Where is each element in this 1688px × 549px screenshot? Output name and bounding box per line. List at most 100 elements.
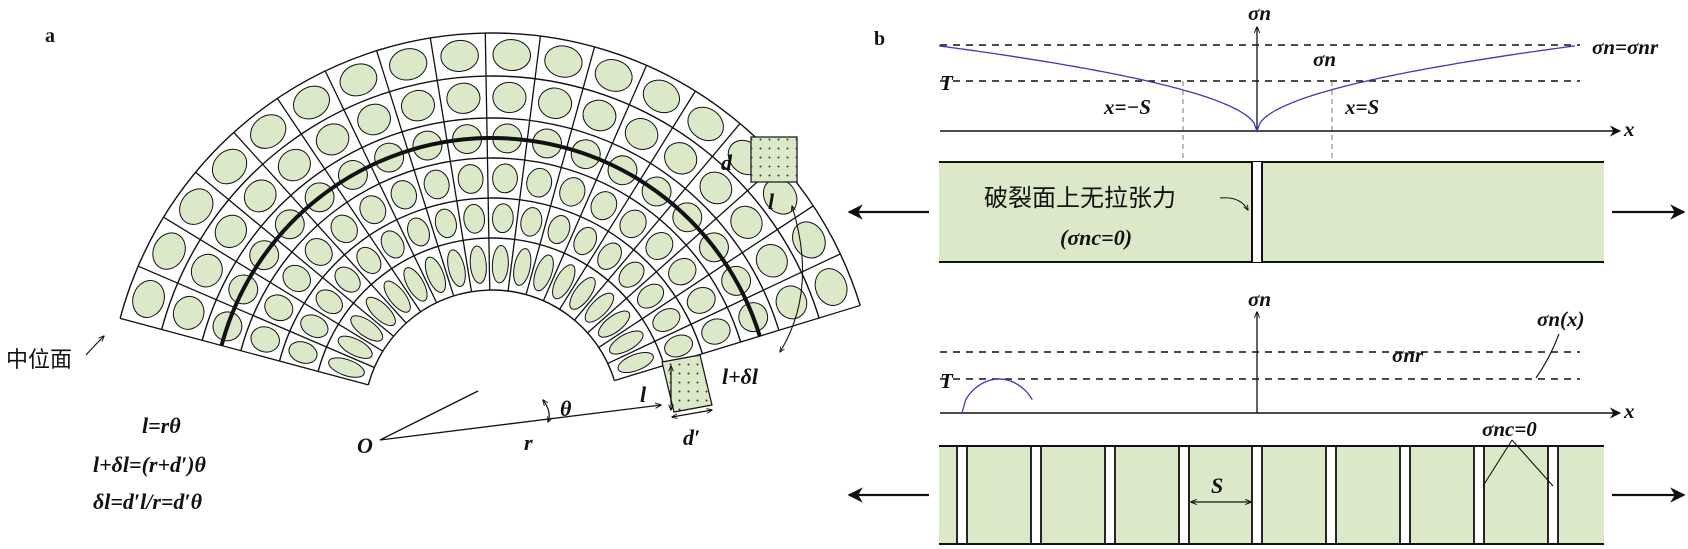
cell-ellipse <box>304 238 333 266</box>
mid-surface-label: 中位面 <box>6 348 72 373</box>
top-ref-label: σn=σnr <box>1592 35 1659 59</box>
cell-ellipse <box>463 203 486 234</box>
deformed-element-dots <box>662 355 712 412</box>
fracture <box>1178 445 1190 545</box>
cell-ellipse <box>538 87 573 119</box>
cell-ellipse <box>569 277 596 310</box>
cell-ellipse <box>300 314 329 338</box>
cell-ellipse <box>492 163 518 194</box>
radius-arrow <box>379 405 661 441</box>
cell-ellipse <box>172 295 205 330</box>
panel-a-tag: a <box>45 25 55 47</box>
cell-ellipse <box>814 268 848 306</box>
cell-ellipse <box>277 148 311 182</box>
cell-ellipse <box>652 308 681 332</box>
cell-ellipse <box>701 318 731 345</box>
dprime-label: d′ <box>683 425 700 450</box>
cell-ellipse <box>624 118 659 150</box>
radial-grid-line <box>119 317 369 386</box>
cell-ellipse <box>492 39 531 72</box>
cell-ellipse <box>492 203 514 234</box>
cell-ellipse <box>544 45 583 78</box>
cell-ellipse <box>457 164 484 194</box>
cell-ellipse <box>582 99 617 132</box>
cell-ellipse <box>250 326 280 353</box>
fracture <box>1251 445 1263 545</box>
cell-ellipse <box>214 214 247 248</box>
d-label: d <box>721 150 733 175</box>
l-plus-dl-label: l+δl <box>722 364 759 389</box>
cell-ellipse <box>424 256 447 293</box>
cell-ellipse <box>132 280 165 318</box>
cell-ellipse <box>526 167 553 198</box>
cell-ellipse <box>664 142 698 175</box>
fracture <box>1399 445 1411 545</box>
top-T-label: T <box>940 71 954 95</box>
cell-ellipse <box>315 289 343 315</box>
spacing-label: S <box>1211 473 1223 498</box>
cell-ellipse <box>434 208 457 239</box>
cell-ellipse <box>152 232 186 270</box>
cell-ellipse <box>330 214 358 244</box>
cell-ellipse <box>337 335 373 359</box>
cell-ellipse <box>552 264 576 300</box>
arc-grid-line <box>278 197 704 362</box>
fracture <box>1547 445 1559 545</box>
cell-ellipse <box>668 258 697 286</box>
cell-ellipse <box>617 352 654 374</box>
arc-grid-line <box>317 237 665 372</box>
theta-arc <box>543 400 549 422</box>
cell-ellipse <box>389 48 428 81</box>
top-layer <box>939 162 1604 262</box>
curved-link-arrow <box>780 206 804 352</box>
top-sigma-label: σn <box>1313 47 1336 71</box>
cell-ellipse <box>292 85 330 120</box>
cell-ellipse <box>573 226 598 256</box>
cell-ellipse <box>584 292 615 323</box>
fracture <box>956 445 968 545</box>
mid-surface-leader <box>85 336 104 356</box>
cell-ellipse <box>492 81 527 114</box>
cell-ellipse <box>594 59 633 92</box>
cell-ellipse <box>637 283 665 309</box>
cell-ellipse <box>423 169 450 200</box>
cell-ellipse <box>328 357 365 378</box>
l-top-label: l <box>768 189 775 214</box>
zero-stress-label: σnc=0 <box>1482 417 1537 441</box>
cell-ellipse <box>590 191 618 221</box>
cell-ellipse <box>264 294 294 322</box>
cell-ellipse <box>699 171 733 205</box>
cell-ellipse <box>350 315 384 342</box>
fracture <box>1325 445 1337 545</box>
bottom-T-label: T <box>940 369 954 393</box>
cell-ellipse <box>403 267 428 302</box>
panel-b-tag: b <box>874 28 885 50</box>
panel-b: b σn x σn σn=σnr T x=−S x=S 破裂面上无拉张力 (σn… <box>847 1 1686 545</box>
l-label: l <box>640 382 647 407</box>
cell-ellipse <box>211 148 248 185</box>
cell-ellipse <box>383 280 411 313</box>
cell-ellipse <box>339 63 378 97</box>
arc-grid-line <box>160 75 820 330</box>
bottom-y-axis-label: σn <box>1248 287 1271 311</box>
cell-ellipse <box>357 103 391 136</box>
theta-ray <box>379 390 479 441</box>
cell-ellipse <box>642 79 681 114</box>
top-stress-curve <box>938 45 1576 133</box>
bottom-stress-curve <box>961 378 1033 414</box>
cell-ellipse <box>608 330 644 355</box>
bottom-ref-label: σnr <box>1392 343 1424 367</box>
cell-ellipse <box>356 246 382 274</box>
cell-ellipse <box>179 188 214 225</box>
arc-grid-line <box>367 289 616 386</box>
cell-ellipse <box>597 242 622 270</box>
reference-element-dots <box>751 137 797 182</box>
cell-ellipse <box>400 89 435 122</box>
neg-S-label: x=−S <box>1103 95 1151 119</box>
cell-ellipse <box>190 253 223 288</box>
top-y-axis-label: σn <box>1248 1 1271 25</box>
arc-grid-line <box>201 117 780 341</box>
cell-ellipse <box>597 310 631 338</box>
equation-3: δl=d′l/r=d′θ <box>93 489 203 514</box>
cell-ellipse <box>513 248 532 286</box>
